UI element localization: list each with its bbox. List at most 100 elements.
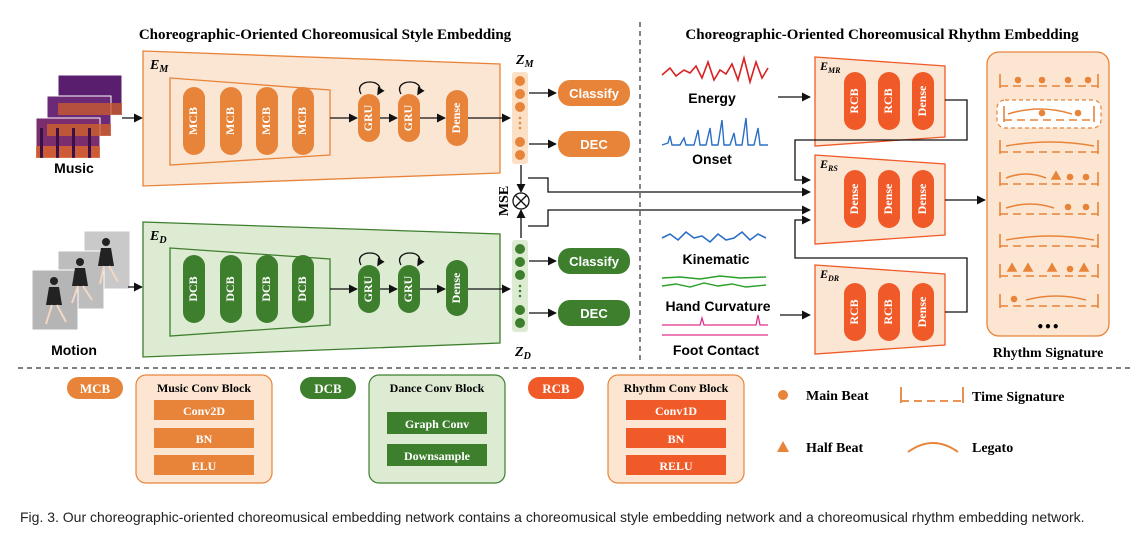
svg-text:DEC: DEC — [580, 137, 608, 152]
zd-label: ZD — [514, 345, 531, 362]
music-classify-box: Classify — [558, 80, 630, 106]
legend-mcb-title: Music Conv Block — [157, 381, 251, 395]
svg-text:Dense: Dense — [449, 102, 463, 133]
dance-dense: Dense — [446, 260, 468, 316]
legend-rcb-layer-2: BN — [626, 428, 726, 448]
music-dec-box: DEC — [558, 131, 630, 157]
onset-label: Onset — [692, 151, 732, 167]
legend-dcb-title: Dance Conv Block — [390, 381, 485, 395]
mcb-block-4: MCB — [292, 87, 314, 155]
legend-mcb-layer-2: BN — [154, 428, 254, 448]
energy-label: Energy — [688, 90, 736, 106]
svg-text:Classify: Classify — [569, 86, 620, 101]
kinematic-waveform — [661, 230, 767, 244]
zm-label: ZM — [515, 53, 535, 70]
music-encoder-label: EM — [149, 58, 169, 75]
music-spectrogram-icon — [35, 74, 123, 159]
svg-text:GRU: GRU — [401, 275, 415, 302]
dance-classify-box: Classify — [558, 248, 630, 274]
svg-text:MCB: MCB — [186, 107, 200, 135]
legend-mcb-layer-1: Conv2D — [154, 400, 254, 420]
mse-label: MSE — [497, 186, 512, 216]
half-beat-icon — [777, 441, 789, 452]
edr-rcb-1: RCB — [844, 283, 866, 341]
svg-text:Dense: Dense — [847, 183, 861, 214]
rhythm-signature-label: Rhythm Signature — [993, 346, 1104, 361]
energy-waveform — [661, 54, 769, 86]
legend-mcb-layer-3: ELU — [154, 455, 254, 475]
music-gru-1: GRU — [358, 81, 385, 142]
svg-text:DCB: DCB — [259, 276, 273, 301]
music-dense: Dense — [446, 90, 468, 146]
ers-dense-3: Dense — [912, 170, 934, 228]
style-heading: Choreographic-Oriented Choreomusical Sty… — [139, 27, 512, 43]
svg-text:GRU: GRU — [361, 275, 375, 302]
dcb-block-1: DCB — [183, 255, 205, 323]
dance-encoder-label: ED — [149, 229, 167, 246]
onset-waveform — [661, 117, 768, 146]
motion-label: Motion — [51, 342, 97, 358]
svg-text:MCB: MCB — [80, 381, 111, 396]
legend-rcb-layer-3: RELU — [626, 455, 726, 475]
mcb-group-box — [169, 77, 331, 166]
edr-dense: Dense — [912, 283, 934, 341]
dcb-block-4: DCB — [292, 255, 314, 323]
mcb-block-3: MCB — [256, 87, 278, 155]
ers-dense-1: Dense — [844, 170, 866, 228]
svg-text:DCB: DCB — [314, 381, 342, 396]
legend-rcb-title: Rhythm Conv Block — [624, 381, 729, 395]
svg-text:Downsample: Downsample — [404, 449, 471, 463]
kinematic-label: Kinematic — [683, 251, 750, 267]
legato-icon — [907, 442, 959, 453]
zm-vector — [512, 72, 528, 164]
svg-text:Dense: Dense — [881, 183, 895, 214]
rhythm-signature-box — [986, 51, 1110, 337]
legend-dcb-tag: DCB — [300, 377, 356, 399]
svg-text:Dense: Dense — [449, 272, 463, 303]
zd-vector — [512, 240, 528, 332]
rhythm-signature-rows — [996, 74, 1102, 308]
emr-rcb-1: RCB — [844, 72, 866, 130]
dcb-block-2: DCB — [220, 255, 242, 323]
svg-text:RCB: RCB — [881, 299, 895, 324]
svg-text:BN: BN — [668, 432, 685, 446]
svg-text:MCB: MCB — [259, 107, 273, 135]
rhythm-heading: Choreographic-Oriented Choreomusical Rhy… — [685, 27, 1079, 43]
time-signature-icon — [900, 387, 964, 403]
svg-text:BN: BN — [196, 432, 213, 446]
edr-rcb-2: RCB — [878, 283, 900, 341]
foot-contact-label: Foot Contact — [673, 342, 760, 358]
emr-dense: Dense — [912, 72, 934, 130]
svg-text:DCB: DCB — [295, 276, 309, 301]
legend-rcb-tag: RCB — [528, 377, 584, 399]
svg-text:RCB: RCB — [847, 88, 861, 113]
svg-text:Dense: Dense — [915, 296, 929, 327]
rhythm-signature-ellipsis: ••• — [1036, 320, 1059, 334]
svg-text:DCB: DCB — [223, 276, 237, 301]
svg-text:RELU: RELU — [659, 459, 693, 473]
ers-label: ERS — [819, 157, 838, 173]
hand-curvature-waveform — [661, 275, 767, 288]
mse-operator-icon — [512, 192, 530, 210]
svg-text:Graph Conv: Graph Conv — [405, 417, 469, 431]
svg-text:MCB: MCB — [223, 107, 237, 135]
svg-text:RCB: RCB — [847, 299, 861, 324]
edr-label: EDR — [819, 267, 840, 283]
mcb-block-2: MCB — [220, 87, 242, 155]
music-gru-2: GRU — [398, 81, 425, 142]
legend-rcb-layer-1: Conv1D — [626, 400, 726, 420]
foot-contact-waveform — [662, 314, 768, 336]
svg-text:GRU: GRU — [401, 104, 415, 131]
svg-text:Conv1D: Conv1D — [655, 404, 697, 418]
svg-text:DEC: DEC — [580, 306, 608, 321]
dance-gru-2: GRU — [398, 252, 425, 313]
legend-mcb-tag: MCB — [67, 377, 123, 399]
dance-dec-box: DEC — [558, 300, 630, 326]
svg-text:Conv2D: Conv2D — [183, 404, 225, 418]
svg-text:MCB: MCB — [295, 107, 309, 135]
dance-gru-1: GRU — [358, 252, 385, 313]
time-signature-label: Time Signature — [972, 390, 1064, 405]
motion-frames-icon — [31, 230, 131, 331]
svg-text:GRU: GRU — [361, 104, 375, 131]
